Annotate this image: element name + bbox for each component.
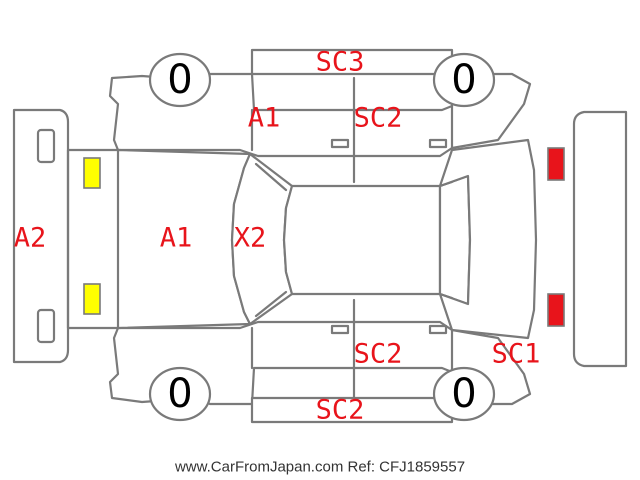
code-bottom-pillar: SC2 xyxy=(316,395,365,426)
rear-bumper xyxy=(572,110,628,368)
tire-rear-right: 0 xyxy=(432,366,496,422)
front-fog-lamp-lower xyxy=(36,308,56,344)
front-grille-edge xyxy=(66,148,120,330)
svg-text:0: 0 xyxy=(167,371,192,417)
code-right-rear-door: SC2 xyxy=(354,339,403,370)
svg-text:0: 0 xyxy=(451,57,476,103)
code-left-rear-door: SC2 xyxy=(354,103,403,134)
svg-text:0: 0 xyxy=(167,57,192,103)
code-left-front-door: A1 xyxy=(248,103,281,134)
code-windshield: X2 xyxy=(234,223,267,254)
front-fog-lamp-upper xyxy=(36,128,56,164)
left-side-panel xyxy=(108,72,532,158)
svg-text:0: 0 xyxy=(451,371,476,417)
trunk-line xyxy=(438,180,454,300)
roof xyxy=(282,184,442,296)
right-side-panel xyxy=(108,320,532,406)
rear-window xyxy=(438,174,472,306)
windshield-inner xyxy=(254,162,288,318)
right-front-handle xyxy=(330,324,350,335)
front-lamp-right xyxy=(83,283,101,315)
tire-front-left: 0 xyxy=(148,52,212,108)
front-lamp-left xyxy=(83,157,101,189)
code-front-bumper: A2 xyxy=(14,223,47,254)
tire-rear-left: 0 xyxy=(432,52,496,108)
rear-lamp-left xyxy=(547,147,565,181)
left-front-handle xyxy=(330,138,350,149)
front-bumper xyxy=(12,108,70,364)
rear-lamp-right xyxy=(547,293,565,327)
tire-front-right: 0 xyxy=(148,366,212,422)
code-top-pillar: SC3 xyxy=(316,47,365,78)
code-rear-right-quarter: SC1 xyxy=(492,339,541,370)
trunk-lid xyxy=(438,138,538,340)
right-rear-handle xyxy=(428,324,448,335)
footer-reference: www.CarFromJapan.com Ref: CFJ1859557 xyxy=(174,459,465,476)
top-pillar xyxy=(250,48,454,76)
code-hood: A1 xyxy=(160,223,193,254)
left-rear-handle xyxy=(428,138,448,149)
bottom-pillar xyxy=(250,396,454,424)
